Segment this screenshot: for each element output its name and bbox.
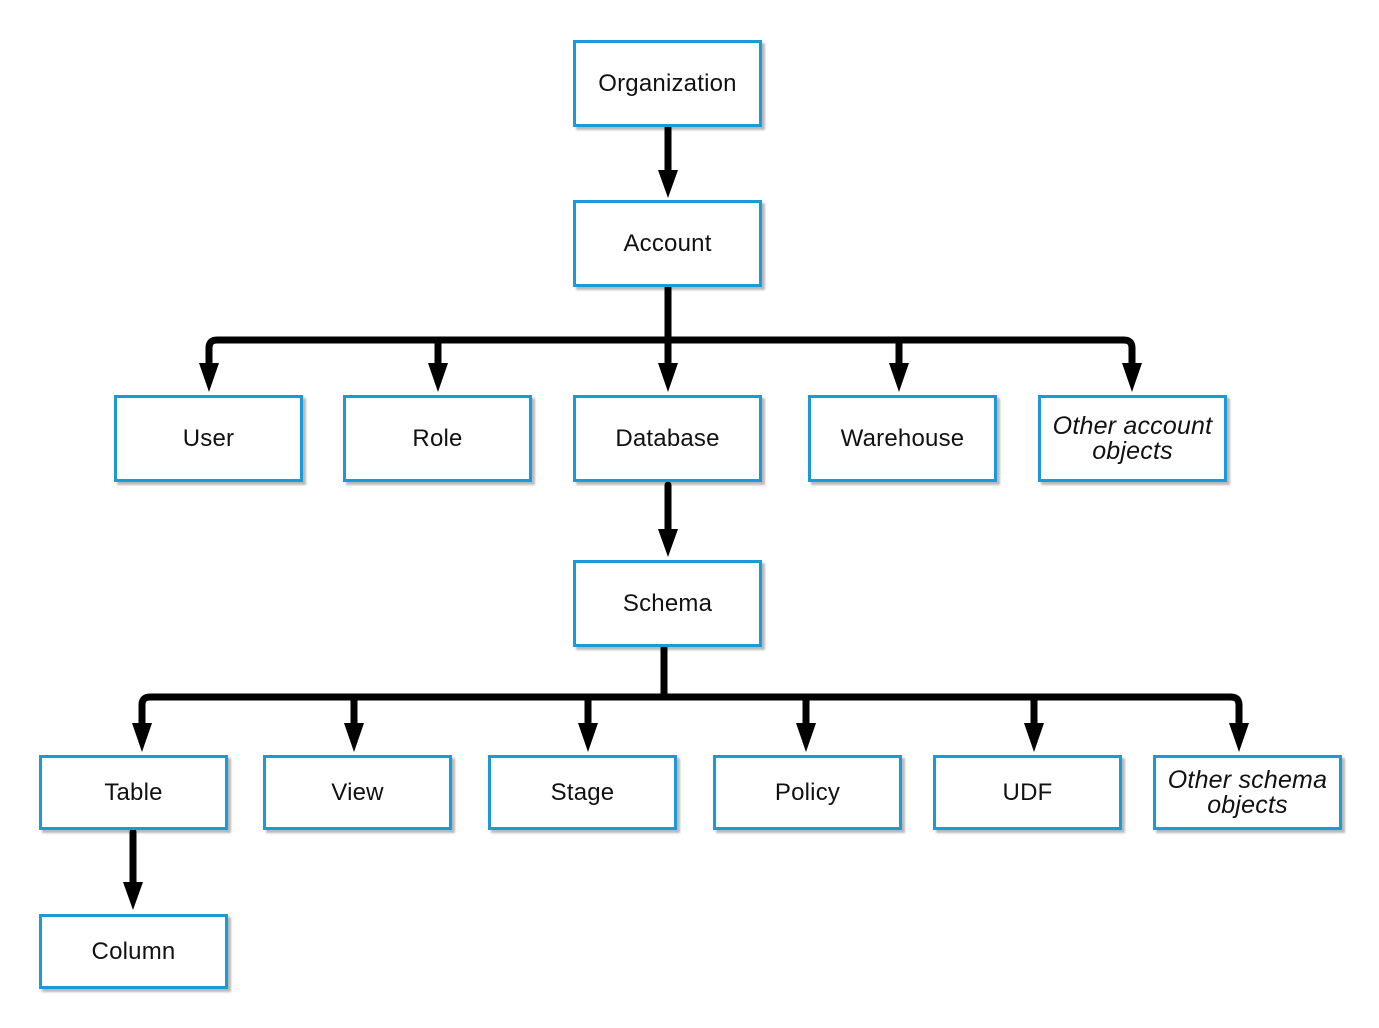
other-account-objects-box: Other account objects xyxy=(1038,395,1227,482)
other-schema-objects-box: Other schema objects xyxy=(1153,755,1342,830)
table-box: Table xyxy=(39,755,228,830)
account-label: Account xyxy=(623,229,712,257)
user-label: User xyxy=(182,424,235,452)
policy-box: Policy xyxy=(713,755,902,830)
arrowhead-udf xyxy=(1024,723,1044,752)
udf-label: UDF xyxy=(1002,778,1053,806)
arrowhead-role xyxy=(428,363,448,392)
column-box: Column xyxy=(39,914,228,989)
database-box: Database xyxy=(573,395,762,482)
warehouse-box: Warehouse xyxy=(808,395,997,482)
role-label: Role xyxy=(412,424,463,452)
arrowhead-view xyxy=(344,723,364,752)
arrowhead-warehouse xyxy=(889,363,909,392)
role-box: Role xyxy=(343,395,532,482)
view-label: View xyxy=(331,778,384,806)
table-label: Table xyxy=(104,778,163,806)
view-box: View xyxy=(263,755,452,830)
schema-label: Schema xyxy=(622,589,713,617)
arrowhead-policy xyxy=(796,723,816,752)
user-box: User xyxy=(114,395,303,482)
organization-label: Organization xyxy=(598,69,737,97)
organization-box: Organization xyxy=(573,40,762,127)
udf-box: UDF xyxy=(933,755,1122,830)
account-box: Account xyxy=(573,200,762,287)
arrowhead-database xyxy=(658,363,678,392)
warehouse-label: Warehouse xyxy=(840,424,965,452)
arrowhead-stage xyxy=(578,723,598,752)
arrowhead-schema xyxy=(658,529,678,557)
column-label: Column xyxy=(91,937,176,965)
arrowhead-account xyxy=(658,170,678,198)
other-account-objects-label: Other account objects xyxy=(1052,411,1213,465)
arrowhead-table xyxy=(132,723,152,752)
connector-schema-bus xyxy=(138,693,1243,731)
stage-box: Stage xyxy=(488,755,677,830)
stage-label: Stage xyxy=(550,778,615,806)
arrowhead-other-account xyxy=(1122,363,1142,392)
policy-label: Policy xyxy=(774,778,841,806)
other-schema-objects-label: Other schema objects xyxy=(1167,765,1328,819)
database-label: Database xyxy=(615,424,720,452)
arrowhead-user xyxy=(199,363,219,392)
arrowhead-column xyxy=(123,882,143,910)
schema-box: Schema xyxy=(573,560,762,647)
arrowhead-other-schema xyxy=(1229,723,1249,752)
